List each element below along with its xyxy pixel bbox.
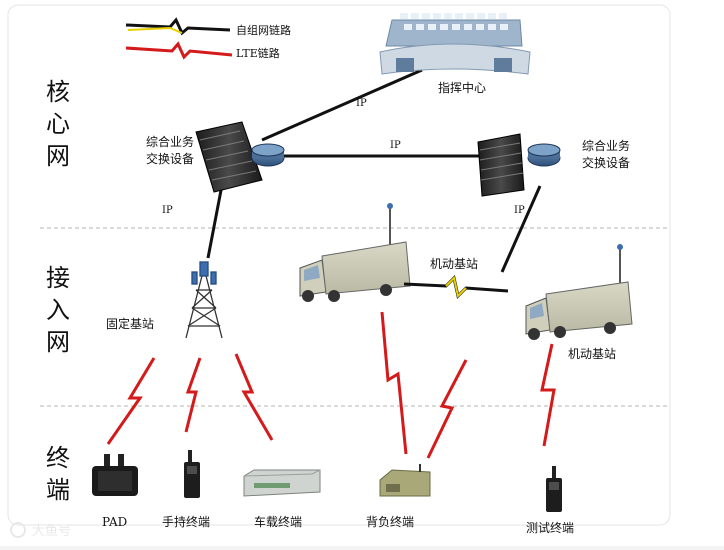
handheld-label: 手持终端 (162, 514, 210, 529)
mobile-station-2-label: 机动基站 (568, 347, 616, 361)
fifth-terminal-icon (546, 466, 562, 512)
backpack-terminal-icon (379, 464, 431, 497)
legend-selforg-label: 自组网链路 (236, 23, 291, 37)
ip-label-center-left: IP (356, 98, 367, 109)
fixed-station-label: 固定基站 (106, 316, 154, 331)
zone-core-char-3: 网 (46, 142, 70, 170)
link-ip-right-down (500, 185, 542, 273)
mobile-station-1-label: 机动基站 (430, 257, 478, 271)
vehicle-terminal-icon (243, 469, 321, 497)
mobile-station-2-truck-icon (525, 244, 633, 340)
lte-link-backpack-1 (380, 311, 408, 455)
lte-link-pad (106, 357, 156, 445)
fixed-station-tower-icon (185, 261, 223, 339)
ip-label-left-down: IP (162, 205, 173, 216)
switch-left-icon (195, 121, 285, 193)
switch-left-label-line-1: 综合业务 (146, 134, 194, 149)
lte-link-fifth (540, 343, 556, 447)
zone-access-char-1: 接 (46, 264, 70, 292)
legend-lte-symbol (125, 41, 233, 60)
legend-lte-label: LTE链路 (236, 46, 280, 60)
lte-link-vehicle (234, 353, 274, 441)
command-center-icon (379, 13, 531, 75)
ip-label-switches: IP (390, 140, 401, 151)
command-center-label: 指挥中心 (438, 80, 486, 95)
switch-right-label-line-2: 交换设备 (582, 155, 630, 170)
vehicle-terminal-label: 车载终端 (254, 514, 302, 529)
zone-terminal-char-2: 端 (46, 476, 70, 504)
handheld-icon (184, 450, 200, 498)
ip-label-right-down: IP (514, 205, 525, 216)
mobile-station-1-truck-icon (299, 203, 411, 302)
switch-right-label-line-1: 综合业务 (582, 138, 630, 153)
selforg-link-trucks (403, 275, 509, 299)
pad-icon (92, 454, 138, 496)
switch-left-label-line-2: 交换设备 (146, 151, 194, 166)
zone-core-char-2: 心 (46, 110, 70, 138)
switch-right-icon (477, 133, 561, 197)
pad-label: PAD (102, 515, 127, 529)
zone-terminal-char-1: 终 (46, 444, 70, 472)
zone-access-char-3: 网 (46, 328, 70, 356)
fifth-terminal-label: 测试终端 (526, 520, 574, 535)
lte-links (106, 311, 556, 459)
legend-selforg-symbol (125, 17, 231, 36)
lte-link-backpack-2 (426, 359, 468, 459)
legend-selforg-accent (127, 26, 183, 34)
zone-core-char-1: 核 (46, 78, 70, 106)
watermark: 大鱼号 (10, 522, 71, 539)
zone-access-char-2: 入 (46, 296, 70, 324)
watermark-text: 大鱼号 (32, 523, 71, 539)
link-ip-left-down (206, 184, 224, 259)
lte-link-handheld (184, 357, 202, 433)
backpack-terminal-label: 背负终端 (366, 514, 414, 529)
link-ip-center-left (261, 68, 423, 142)
legend: 自组网链路 LTE链路 (125, 17, 291, 60)
